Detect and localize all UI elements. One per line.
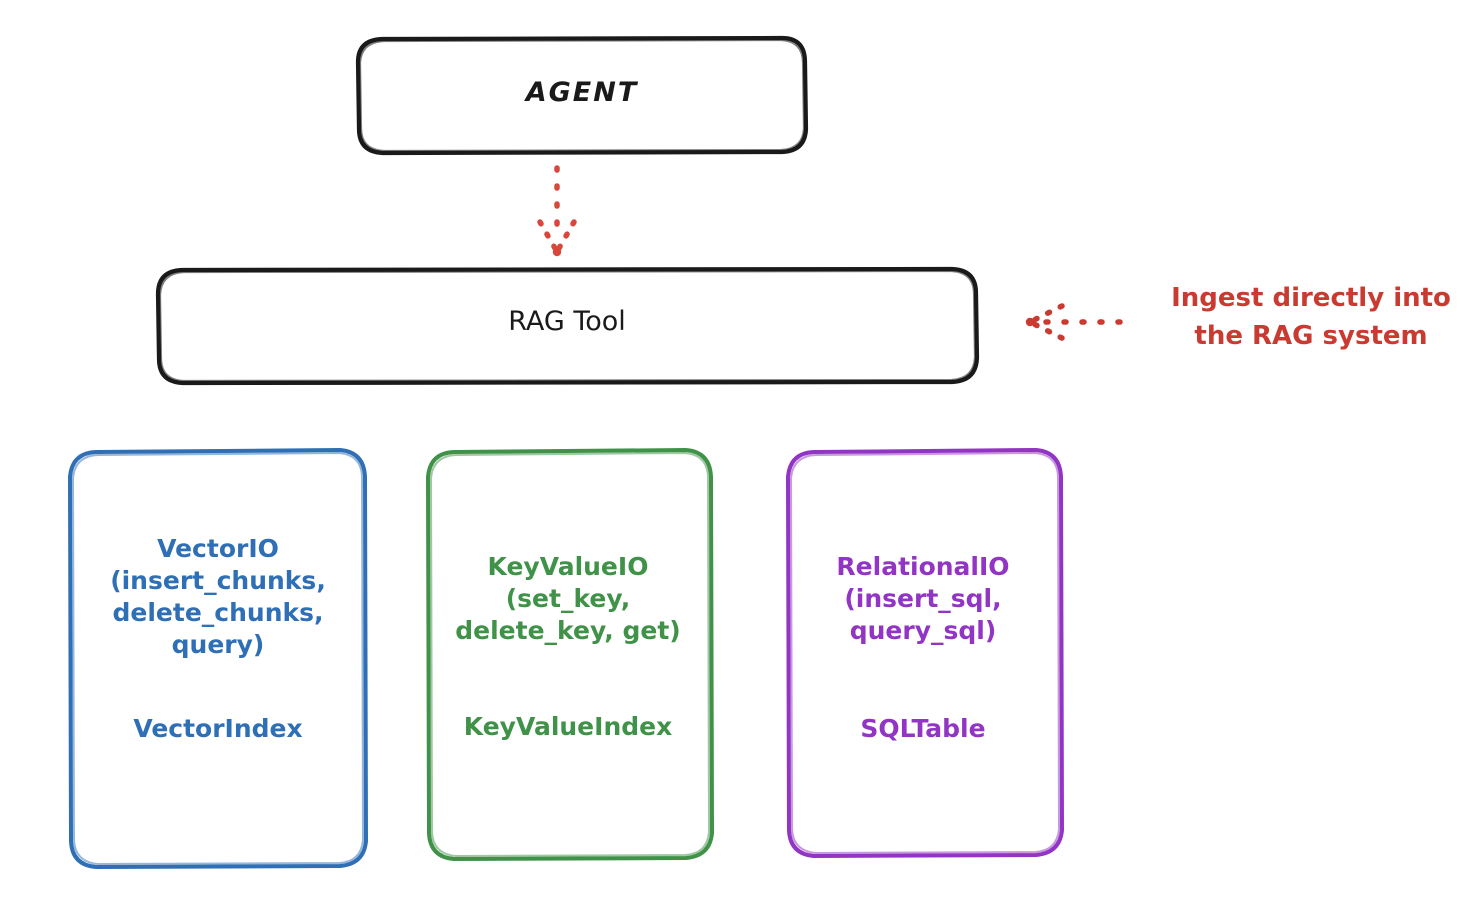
rag-tool-box[interactable] [155, 266, 980, 386]
agent-label: AGENT [525, 77, 639, 108]
keyvalueio-api-label: KeyValueIO (set_key, delete_key, get) [455, 552, 681, 645]
keyvalueio-box[interactable] [426, 448, 714, 861]
ingest-annotation-text: Ingest directly into the RAG system [1171, 283, 1451, 351]
keyvalue-index-label: KeyValueIndex [463, 712, 673, 741]
vector-index-label: VectorIndex [133, 714, 303, 743]
relationalio-api-label: RelationalIO (insert_sql, query_sql) [836, 552, 1010, 645]
vectorio-box[interactable] [68, 448, 368, 869]
vectorio-api-label: VectorIO (insert_chunks, delete_chunks, … [110, 534, 326, 659]
sqltable-label: SQLTable [860, 714, 986, 743]
relationalio-box[interactable] [786, 448, 1064, 858]
annotation-arrow [1025, 303, 1123, 341]
agent-box[interactable] [355, 35, 809, 156]
agent-to-ragtool-arrow [537, 165, 577, 257]
rag-tool-label: RAG Tool [508, 306, 626, 337]
